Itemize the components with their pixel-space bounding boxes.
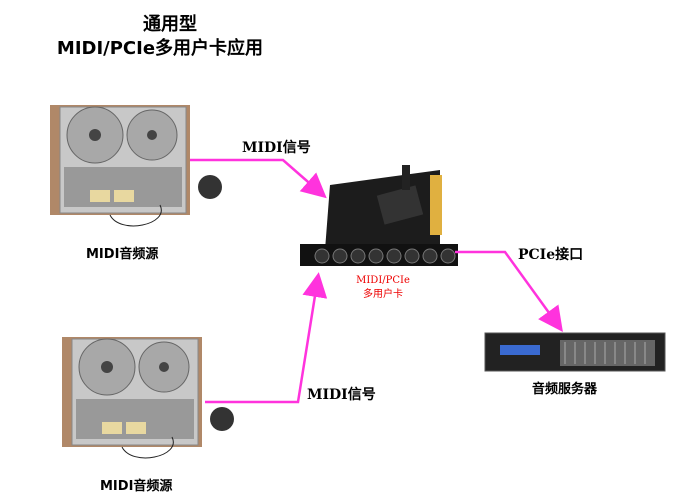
connector-midi-top bbox=[190, 158, 327, 199]
connector-pcie bbox=[455, 250, 563, 333]
title-line-1: 通用型 bbox=[143, 14, 197, 35]
label-audio-server: 音频服务器 bbox=[532, 382, 598, 397]
label-midi-source-bottom: MIDI音频源 bbox=[100, 479, 173, 494]
tape-deck-bottom-image bbox=[61, 336, 235, 459]
label-midi-card: MIDI/PCIe 多用户卡 bbox=[343, 274, 423, 302]
audio-server-image bbox=[484, 332, 666, 372]
label-midi-signal-bottom: MIDI信号 bbox=[307, 387, 376, 403]
title-line-2: MIDI/PCIe多用户卡应用 bbox=[56, 38, 264, 59]
tape-deck-top-image bbox=[49, 104, 223, 227]
label-pcie-interface: PCIe接口 bbox=[518, 247, 584, 263]
midi-card-image bbox=[300, 165, 458, 266]
label-midi-signal-top: MIDI信号 bbox=[242, 140, 311, 156]
connector-midi-bottom bbox=[205, 272, 328, 404]
label-midi-source-top: MIDI音频源 bbox=[86, 247, 159, 262]
card-label-line-2: 多用户卡 bbox=[363, 289, 403, 300]
card-label-line-1: MIDI/PCIe bbox=[356, 275, 410, 286]
